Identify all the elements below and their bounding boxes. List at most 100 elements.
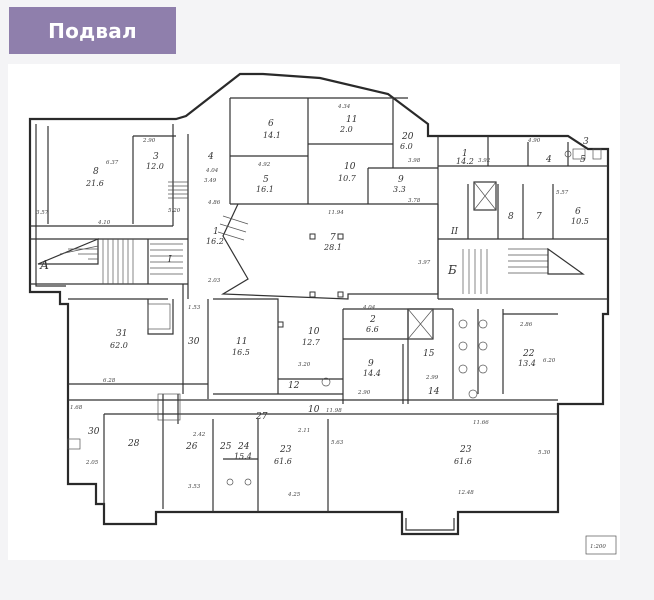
room-3b-number: 3 [583, 137, 589, 147]
room-3-area: 12.0 [146, 162, 164, 171]
dimension-labels: 2.90 3.49 4.10 4.34 3.78 3.98 6.37 4.04 … [36, 104, 569, 498]
stair-b-label: Б [447, 263, 457, 277]
dim-label: 5.30 [538, 450, 551, 456]
room-10b-number: 10 [308, 327, 320, 337]
room-2-area: 6.6 [366, 325, 379, 334]
dim-label: 12.48 [458, 490, 474, 496]
room-24-number: 23 [279, 445, 292, 455]
elevator-right [473, 181, 497, 211]
room-29-number: 28 [127, 439, 140, 449]
room-7b-number: 7 [536, 212, 542, 222]
dim-label: 3.20 [298, 362, 311, 368]
dim-label: 1.68 [70, 405, 83, 411]
stair-a-label: А [39, 258, 49, 272]
dim-label: 5.20 [168, 208, 181, 214]
room-4-number: 4 [207, 152, 214, 162]
dim-label: 3.92 [478, 158, 491, 164]
dim-label: 4.92 [257, 162, 271, 168]
room-11-number: 11 [346, 115, 357, 125]
room-6b-number: 6 [575, 207, 581, 217]
dim-label: 6.28 [103, 378, 116, 384]
room-9-number: 9 [398, 175, 404, 185]
dim-label: 3.98 [408, 158, 421, 164]
dim-label: 11.98 [326, 408, 342, 414]
floor-title-badge: Подвал [9, 7, 176, 54]
room-10c-number: 10 [308, 405, 320, 415]
room-labels: 8 21.6 3 12.0 4 6 14.1 11 2.0 20 6.0 5 1… [85, 115, 589, 466]
dim-label: 4.90 [527, 138, 541, 144]
dim-label: 2.05 [85, 460, 99, 466]
room-26-number: 25 [219, 442, 232, 452]
dim-label: 3.53 [188, 484, 201, 490]
room-10-area: 10.7 [338, 174, 357, 183]
stair-center [168, 181, 249, 241]
dim-label: 2.42 [192, 432, 206, 438]
fixtures [67, 148, 602, 486]
stair-b [462, 247, 585, 294]
dim-label: 3.78 [408, 198, 421, 204]
mark-ii-label: II [450, 227, 459, 237]
dim-label: 5.57 [556, 190, 569, 196]
room-1b-area: 16.2 [206, 237, 224, 246]
dim-label: 2.11 [297, 428, 310, 434]
dim-label: 6.20 [543, 358, 556, 364]
room-6-area: 14.1 [263, 131, 281, 140]
dim-label: 2.90 [142, 138, 156, 144]
room-5-area: 16.1 [256, 185, 274, 194]
dim-label: 4.04 [205, 168, 219, 174]
elevator-center [407, 308, 434, 340]
floor-title: Подвал [48, 18, 137, 43]
dim-label: 4.04 [362, 305, 376, 311]
room-1-area: 14.2 [456, 157, 474, 166]
room-5-number: 5 [263, 175, 269, 185]
dim-label: 4.86 [207, 200, 221, 206]
room-22-area: 13.4 [518, 359, 536, 368]
room-25-number: 24 [237, 442, 250, 452]
room-24-area: 61.6 [274, 457, 292, 466]
interior-walls [30, 97, 608, 512]
dim-label: 6.37 [106, 160, 119, 166]
room-1b-number: 1 [213, 227, 219, 237]
room-7-number: 7 [330, 233, 336, 243]
dim-label: 2.86 [519, 322, 533, 328]
room-10b-area: 12.7 [302, 338, 321, 347]
room-9b-area: 14.4 [363, 369, 381, 378]
dim-label: 2.03 [207, 278, 221, 284]
room-11b-number: 11 [236, 337, 247, 347]
room-22-number: 22 [522, 349, 535, 359]
room-23-area: 61.6 [454, 457, 472, 466]
dim-label: 4.34 [337, 104, 351, 110]
room-6b-area: 10.5 [571, 217, 589, 226]
stair-labels: А Б I II [39, 227, 459, 277]
room-27-number: 26 [185, 442, 198, 452]
dim-label: 4.25 [287, 492, 301, 498]
room-20-area: 6.0 [400, 142, 413, 151]
room-31-area: 62.0 [110, 341, 128, 350]
room-8-area: 21.6 [85, 179, 104, 188]
dim-label: 3.49 [204, 178, 217, 184]
room-5b-number: 5 [580, 155, 586, 165]
dim-label: 5.63 [331, 440, 344, 446]
room-12-number: 12 [288, 381, 300, 391]
room-14-number: 14 [428, 387, 440, 397]
room-15-number: 15 [423, 349, 435, 359]
outer-walls [28, 72, 610, 536]
room-31-number: 31 [116, 329, 127, 339]
floor-plan: 8 21.6 3 12.0 4 6 14.1 11 2.0 20 6.0 5 1… [8, 64, 620, 560]
room-8b-number: 8 [508, 212, 514, 222]
dim-label: 11.94 [328, 210, 344, 216]
scale-stamp-box [585, 535, 617, 555]
room-9-area: 3.3 [393, 185, 406, 194]
room-2-number: 2 [369, 315, 376, 325]
room-25-area: 15.4 [234, 452, 252, 461]
room-20-number: 20 [401, 132, 414, 142]
room-9b-number: 9 [368, 359, 374, 369]
room-30-number: 30 [188, 337, 200, 347]
room-1-number: 1 [462, 149, 468, 159]
room-23-number: 23 [459, 445, 472, 455]
room-28-number: 27 [255, 412, 268, 422]
room-11-area: 2.0 [339, 125, 353, 134]
mark-i-label: I [167, 255, 172, 265]
floor-plan-drawing: 8 21.6 3 12.0 4 6 14.1 11 2.0 20 6.0 5 1… [28, 72, 617, 555]
room-8-number: 8 [93, 167, 99, 177]
